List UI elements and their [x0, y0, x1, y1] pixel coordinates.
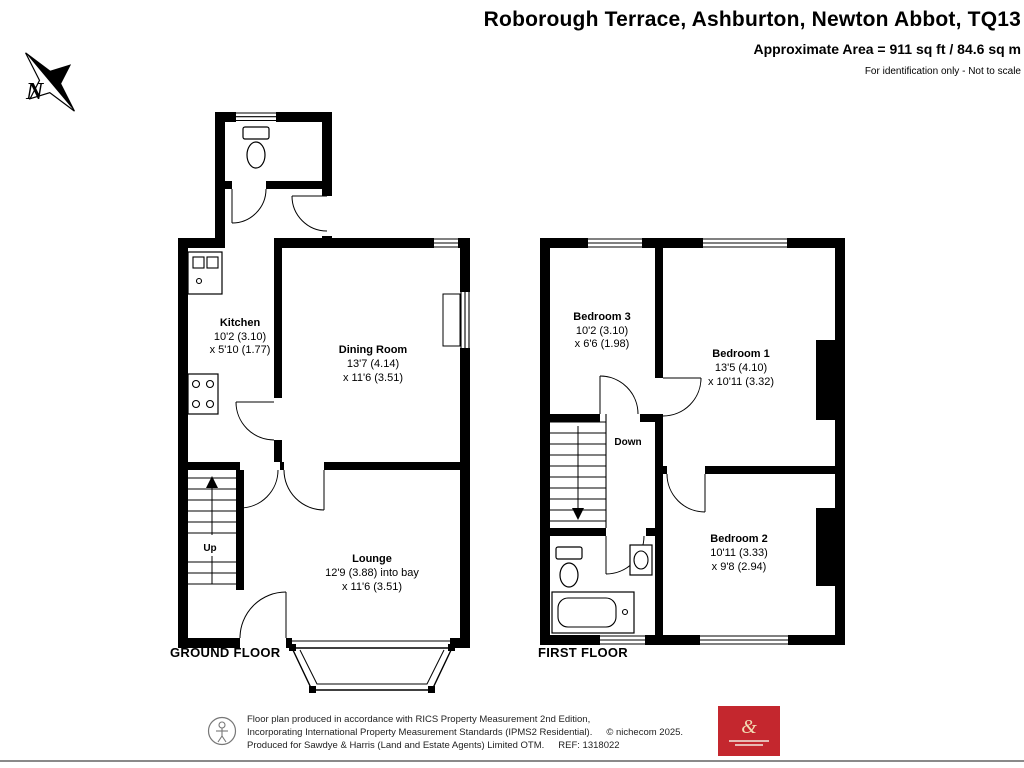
agent-logo-bar: [729, 739, 769, 742]
first-floor-stairs: Down: [550, 414, 642, 528]
footer-line1: Floor plan produced in accordance with R…: [247, 714, 591, 725]
kitchen-dim2: x 5'10 (1.77): [210, 344, 271, 356]
agent-logo-mark: &: [741, 715, 757, 738]
bedroom2-label-group: Bedroom 2 10'11 (3.33) x 9'8 (2.94): [710, 533, 768, 573]
bedroom3-label-group: Bedroom 3 10'2 (3.10) x 6'6 (1.98): [573, 311, 630, 350]
bottom-divider: [0, 760, 1024, 762]
bathtub-icon: [551, 591, 635, 634]
footer-line3: Produced for Sawdye & Harris (Land and E…: [247, 740, 545, 751]
lounge-label-group: Lounge 12'9 (3.88) into bay x 11'6 (3.51…: [325, 553, 419, 593]
agent-logo: &: [718, 706, 780, 756]
footer-copyright: © nichecom 2025.: [606, 727, 684, 738]
approximate-area: Approximate Area = 911 sq ft / 84.6 sq m: [753, 41, 1021, 57]
disclaimer-note: For identification only - Not to scale: [864, 66, 1021, 77]
ground-floor-doors: [231, 188, 328, 639]
page-title: Roborough Terrace, Ashburton, Newton Abb…: [483, 8, 1021, 31]
ground-floor-windows: [236, 112, 470, 642]
stove-icon: [187, 373, 219, 415]
first-floor-title: FIRST FLOOR: [538, 645, 628, 660]
toilet-icon: [242, 126, 270, 169]
bedroom1-dim1: 13'5 (4.10): [715, 362, 767, 374]
compass-rose-icon: N: [25, 52, 75, 112]
first-floor-plan: Down Bedroom 3 10'2 (3.10) x 6'6 (1.98): [538, 238, 845, 660]
ground-floor-title: GROUND FLOOR: [170, 645, 281, 660]
bedroom3-dim1: 10'2 (3.10): [576, 325, 628, 337]
kitchen-name: Kitchen: [220, 317, 261, 329]
ipms-badge-icon: [207, 716, 237, 746]
stairs-up-label: Up: [203, 543, 216, 554]
lounge-dim2: x 11'6 (3.51): [342, 581, 402, 593]
compass-north-label: N: [25, 79, 45, 105]
ground-floor-walls: [178, 112, 470, 648]
wash-basin-icon: [629, 544, 653, 576]
bedroom3-dim2: x 6'6 (1.98): [575, 338, 630, 350]
kitchen-dim1: 10'2 (3.10): [214, 331, 266, 343]
first-floor-walls: [540, 238, 845, 645]
stairs-down-label: Down: [614, 437, 641, 448]
bedroom2-dim1: 10'11 (3.33): [710, 547, 768, 559]
header: Roborough Terrace, Ashburton, Newton Abb…: [484, 8, 1021, 77]
bedroom1-name: Bedroom 1: [712, 348, 769, 360]
bedroom1-dim2: x 10'11 (3.32): [708, 376, 774, 388]
dining-label-group: Dining Room 13'7 (4.14) x 11'6 (3.51): [339, 344, 408, 384]
lounge-dim1: 12'9 (3.88) into bay: [325, 567, 419, 579]
footer-ref: REF: 1318022: [558, 740, 620, 751]
footer-line2: Incorporating International Property Mea…: [247, 727, 593, 738]
bedroom2-name: Bedroom 2: [710, 533, 767, 545]
footer-disclaimer: Floor plan produced in accordance with R…: [247, 713, 683, 752]
dining-dim1: 13'7 (4.14): [347, 358, 399, 370]
dining-name: Dining Room: [339, 344, 408, 356]
ground-floor-stairs: Up: [188, 476, 236, 585]
kitchen-label-group: Kitchen 10'2 (3.10) x 5'10 (1.77): [210, 317, 271, 356]
first-floor-doors: [599, 375, 706, 575]
bathroom-toilet-icon: [555, 546, 583, 588]
dining-dim2: x 11'6 (3.51): [343, 372, 403, 384]
bedroom1-label-group: Bedroom 1 13'5 (4.10) x 10'11 (3.32): [708, 348, 774, 388]
bedroom2-dim2: x 9'8 (2.94): [712, 561, 767, 573]
kitchen-sink-icon: [187, 251, 223, 295]
first-floor-windows: [588, 238, 788, 645]
lounge-name: Lounge: [352, 553, 392, 565]
ground-floor-plan: Up Kitchen 10'2 (3.10): [170, 112, 470, 693]
agent-logo-bar-2: [735, 743, 763, 746]
bedroom3-name: Bedroom 3: [573, 311, 630, 323]
footer: Floor plan produced in accordance with R…: [206, 713, 683, 752]
bay-window: [289, 644, 455, 693]
